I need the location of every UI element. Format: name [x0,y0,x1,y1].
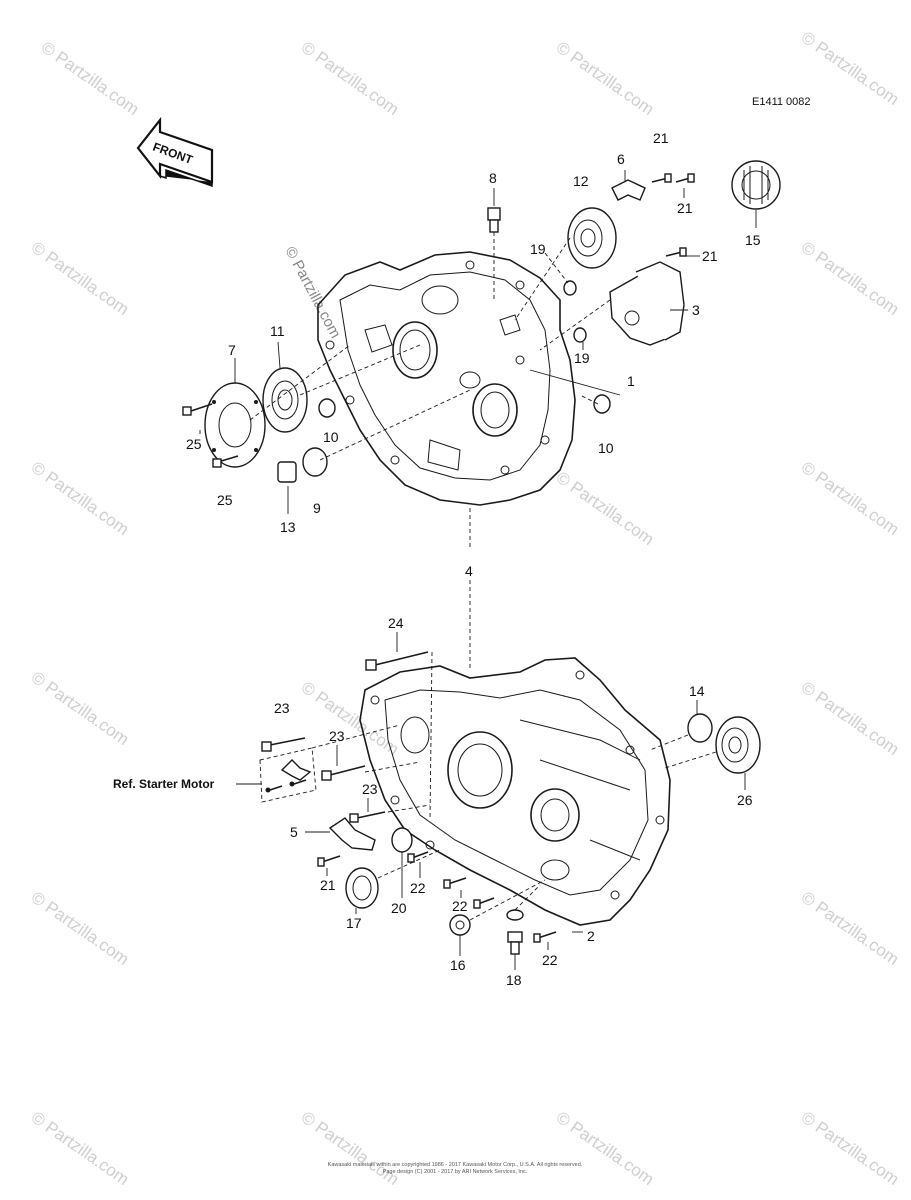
watermark: © Partzilla.com [28,668,133,749]
callout-23: 23 [329,728,345,744]
watermark: © Partzilla.com [28,238,133,319]
callout-21: 21 [653,130,669,146]
part-22-bolt [407,851,557,943]
part-14-collar [687,713,713,743]
callout-25: 25 [217,492,233,508]
callout-16: 16 [450,957,466,973]
callout-12: 12 [573,173,589,189]
part-24-bolt [365,651,429,671]
callout-21: 21 [320,877,336,893]
part-21-bolt [651,173,695,257]
callout-7: 7 [228,342,236,358]
watermark: © Partzilla.com [28,1108,133,1189]
part-13-needle-bearing [277,461,297,483]
callout-17: 17 [346,915,362,931]
watermark: © Partzilla.com [798,678,903,759]
callout-19: 19 [574,350,590,366]
part-16-nut [449,914,471,936]
part-26-bearing [715,716,761,774]
upper-leaders [199,170,757,670]
part-25-bolt [182,403,239,468]
callout-10: 10 [598,440,614,456]
callout-22: 22 [452,898,468,914]
front-arrow-icon: FRONT [136,116,214,188]
callout-8: 8 [489,170,497,186]
callout-4: 4 [465,563,473,579]
lower-crankcase [359,657,671,926]
part-8-plug [487,207,501,233]
callout-13: 13 [280,519,296,535]
watermark: © Partzilla.com [28,458,133,539]
footer-copyright: Kawasaki materials within are copyrighte… [328,1162,583,1168]
callout-23: 23 [274,700,290,716]
callout-5: 5 [290,824,298,840]
watermark: © Partzilla.com [298,38,403,119]
watermark: © Partzilla.com [553,468,658,549]
callout-18: 18 [506,972,522,988]
part-12-bearing [567,207,617,269]
ref-starter-motor-label: Ref. Starter Motor [113,777,215,791]
part-17-oil-seal [345,867,379,909]
callout-21: 21 [702,248,718,264]
watermark: © Partzilla.com [298,1108,403,1189]
watermark: © Partzilla.com [28,888,133,969]
part-10-dowel [593,394,611,414]
callout-3: 3 [692,302,700,318]
callouts: 21 6 8 12 21 15 21 19 3 11 7 19 1 25 10 … [186,130,761,988]
callout-6: 6 [617,151,625,167]
part-5-plate [328,817,376,851]
callout-19: 19 [530,241,546,257]
watermark: © Partzilla.com [798,888,903,969]
part-6-clamp [611,179,646,201]
callout-20: 20 [391,900,407,916]
callout-15: 15 [745,232,761,248]
part-washer [506,909,524,921]
part-19-dowel [563,280,577,296]
watermark: © Partzilla.com [553,38,658,119]
part-10-dowel [318,398,336,418]
watermark: © Partzilla.com [798,238,903,319]
lower-leaders [305,632,746,970]
callout-22: 22 [542,952,558,968]
callout-21: 21 [677,200,693,216]
part-11-bearing [262,367,308,433]
callout-11: 11 [270,323,285,339]
part-18-drain-plug [507,931,523,955]
callout-2: 2 [587,928,595,944]
part-15-bearing [731,160,781,210]
watermark: © Partzilla.com [798,28,903,109]
part-21-bolt-lower [317,855,341,867]
watermark: © Partzilla.com [798,1108,903,1189]
callout-23: 23 [362,781,378,797]
watermark-center: © Partzilla.com [281,244,343,341]
part-19-dowel [573,327,587,343]
watermark: © Partzilla.com [553,1108,658,1189]
diagram-code: E1411 0082 [752,96,811,108]
callout-14: 14 [689,683,705,699]
starter-motor-ref: Ref. Starter Motor [113,747,317,803]
part-20-dowel [391,827,413,853]
part-3-cover [609,261,685,346]
callout-26: 26 [737,792,753,808]
watermark: © Partzilla.com [798,458,903,539]
watermark: © Partzilla.com [38,38,143,119]
callout-22: 22 [410,880,426,896]
footer-page-design: Page design (C) 2001 - 2017 by ARI Netwo… [383,1169,528,1175]
part-9-collar [302,447,328,477]
upper-crankcase [317,251,576,506]
part-7-cover [204,382,266,468]
part-23-bolt [261,737,386,823]
callout-10: 10 [323,429,339,445]
callout-24: 24 [388,615,404,631]
callout-1: 1 [627,373,635,389]
callout-9: 9 [313,500,321,516]
callout-25: 25 [186,436,202,452]
